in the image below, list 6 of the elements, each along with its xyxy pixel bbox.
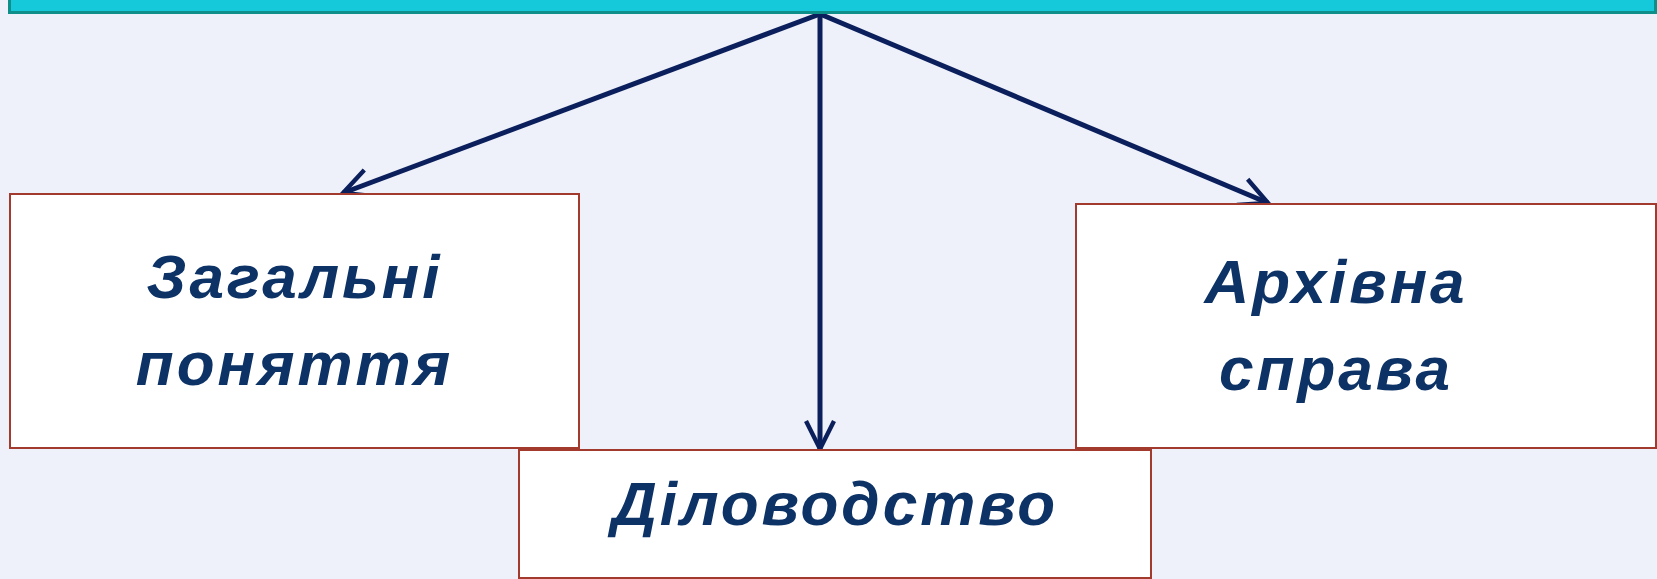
topic-title: Архівна справа <box>1202 246 1469 405</box>
topic-box <box>518 449 1152 579</box>
topic-box <box>9 193 580 449</box>
arrow <box>803 14 837 452</box>
topic-title: Загальні поняття <box>134 241 455 400</box>
topic-box <box>1075 203 1657 449</box>
